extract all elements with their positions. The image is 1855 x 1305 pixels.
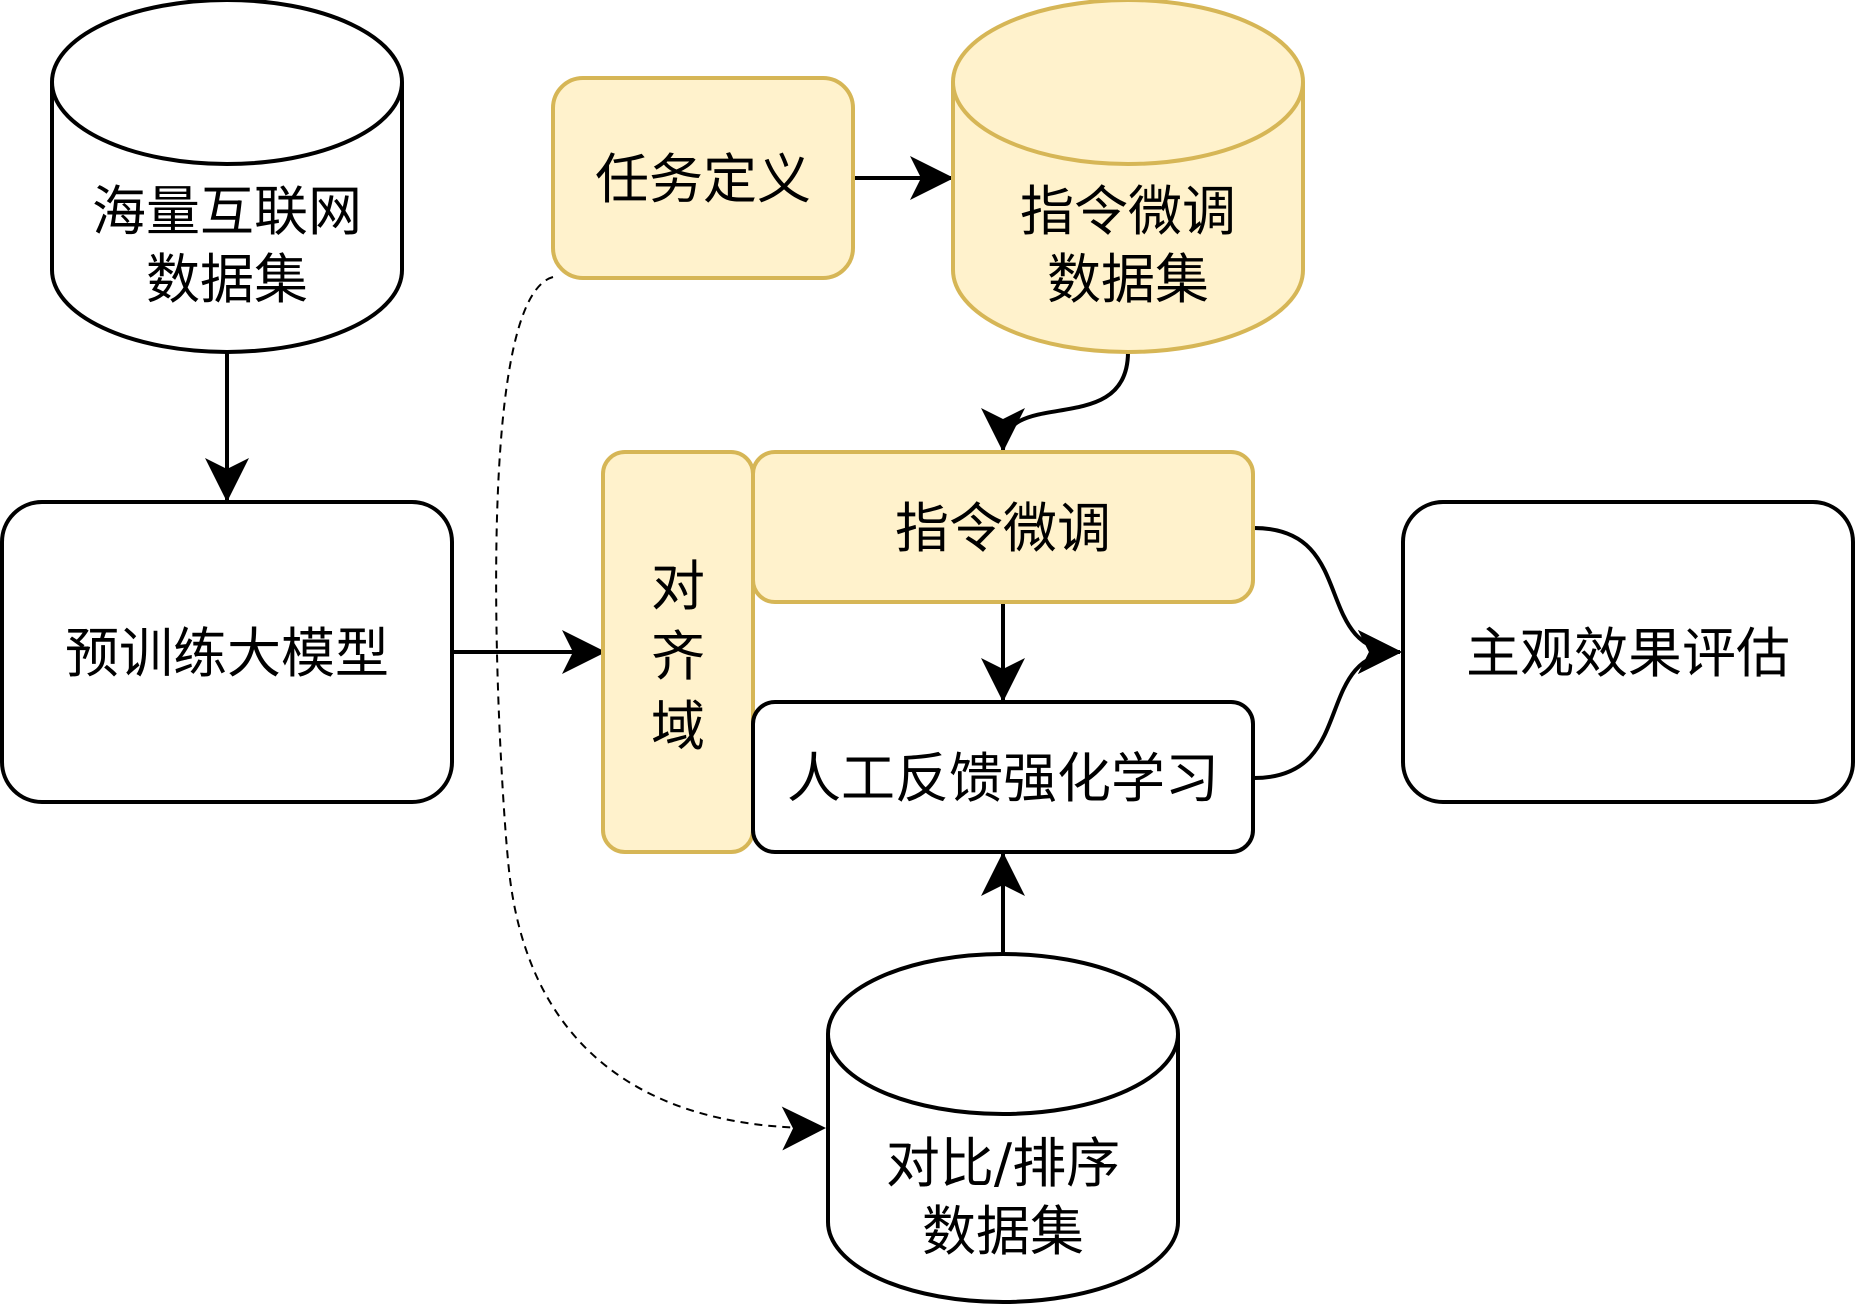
ranking-dataset-node: 对比/排序 数据集 [826,952,1180,1304]
task-definition-label: 任务定义 [595,148,811,211]
instruction-dataset-label-line2: 数据集 [1047,248,1209,311]
pretrained-model-label: 预训练大模型 [65,622,389,685]
edge-instruction-dataset-to-tuning [981,351,1130,452]
alignment-domain-char3: 域 [651,695,705,758]
instruction-dataset-node: 指令微调 数据集 [951,0,1305,354]
alignment-domain-char2: 齐 [651,625,705,688]
web-dataset-label-line2: 数据集 [146,248,308,311]
edge-rlhf-to-eval [1253,630,1402,780]
pretrained-model-box [0,500,454,804]
subjective-eval-box [1401,500,1855,804]
instruction-tuning-label: 指令微调 [895,497,1111,560]
edge-task-to-ranking-dataset-dashed [495,276,826,1151]
task-definition-box [551,76,855,280]
ranking-dataset-label-line1: 对比/排序 [886,1132,1120,1195]
rlhf-box [751,700,1255,854]
web-dataset-label-line1: 海量互联网 [92,180,362,243]
instruction-tuning-box [751,450,1255,604]
rlhf-label: 人工反馈强化学习 [787,747,1219,810]
pretrained-model-node: 预训练大模型 [0,500,454,804]
alignment-domain-box [601,450,755,854]
instruction-dataset-label-line1: 指令微调 [1020,180,1236,243]
ranking-dataset-label-line2: 数据集 [922,1200,1084,1263]
instruction-dataset-cylinder-top [951,0,1305,166]
task-definition-node: 任务定义 [551,76,855,280]
edges [205,156,1402,1151]
alignment-domain-char1: 对 [651,555,705,618]
rlhf-node: 人工反馈强化学习 [751,700,1255,854]
alignment-domain-node: 对 齐 域 [601,450,755,854]
instruction-tuning-node: 指令微调 [751,450,1255,604]
subjective-eval-label: 主观效果评估 [1466,622,1790,685]
web-dataset-cylinder-top [50,0,404,166]
web-dataset-node: 海量互联网 数据集 [50,0,404,354]
subjective-eval-node: 主观效果评估 [1401,500,1855,804]
ranking-dataset-cylinder-top [826,952,1180,1116]
edge-tuning-to-eval [1253,526,1402,674]
